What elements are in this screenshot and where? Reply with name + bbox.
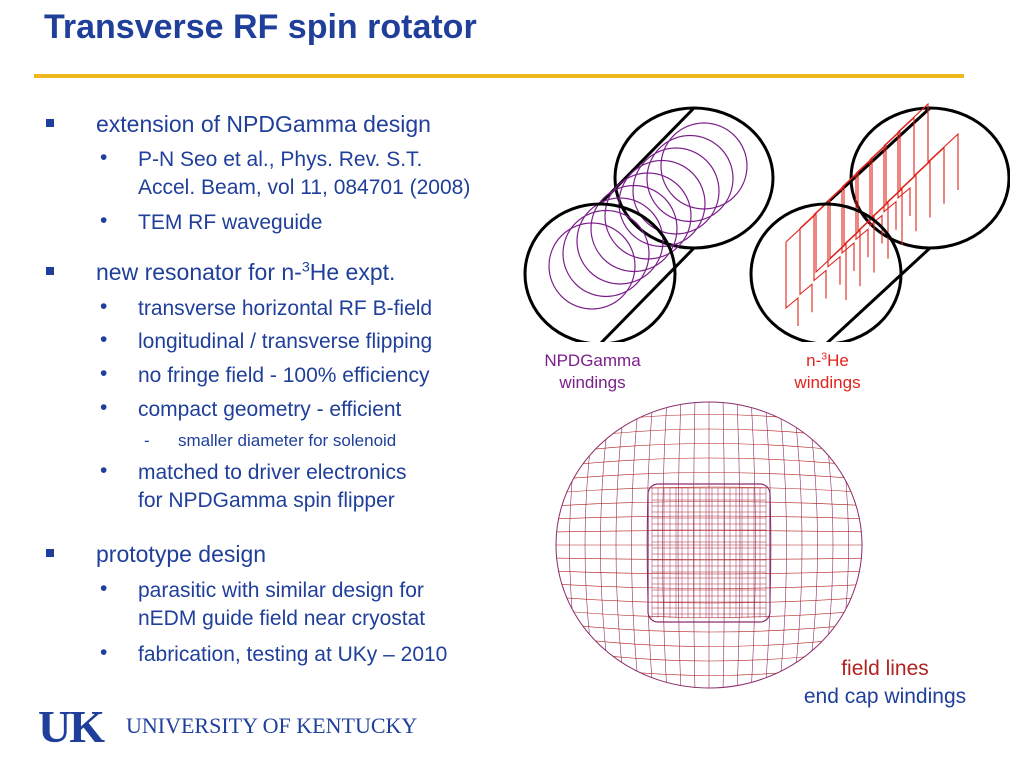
bullet-1-sub-1-line-2: Accel. Beam, vol 11, 084701 (2008)	[138, 176, 471, 199]
field-line-vertical	[552, 398, 555, 693]
npd-winding-loop	[660, 122, 748, 210]
dot-bullet-icon: •	[100, 396, 108, 419]
field-line-vertical	[863, 398, 872, 693]
he-cylinder-edge-top	[824, 106, 932, 206]
university-name: UNIVERSITY OF KENTUCKY	[126, 713, 418, 738]
he-windings	[785, 102, 959, 326]
field-line-horizontal	[556, 472, 862, 481]
bullet-2-superscript: 3	[301, 259, 310, 276]
square-bullet-icon	[46, 119, 54, 127]
field-line-horizontal	[556, 609, 862, 618]
dot-bullet-icon: •	[100, 459, 108, 482]
npd-winding-loop	[562, 209, 650, 298]
bullet-2-sub-3-text: no fringe field - 100% efficiency	[138, 364, 430, 387]
field-line-horizontal	[556, 486, 862, 494]
bullet-2-sub-4-sub-1-text: smaller diameter for solenoid	[178, 431, 397, 450]
uk-logo-mark: UK	[38, 701, 105, 752]
he-caption-superscript: 3	[821, 350, 828, 363]
dot-bullet-icon: •	[100, 209, 108, 232]
he-caption-prefix: n-	[806, 351, 822, 370]
dot-bullet-icon: •	[100, 577, 108, 600]
npd-winding-loop	[646, 134, 734, 223]
he-cylinder	[749, 102, 1010, 342]
dash-bullet-icon: -	[144, 431, 150, 450]
field-lines-plot	[552, 398, 872, 693]
npd-caption-line-2: windings	[559, 373, 626, 392]
bullet-1-sub-2-text: TEM RF waveguide	[138, 211, 323, 234]
field-plot-caption: field lines end cap windings	[770, 655, 1000, 711]
slide-title: Transverse RF spin rotator	[44, 8, 477, 46]
bullet-2-sub-5-line-2: for NPDGamma spin flipper	[138, 489, 395, 512]
bullet-2-sub-4-text: compact geometry - efficient	[138, 398, 402, 421]
field-line-horizontal	[556, 402, 862, 403]
bullet-3-text: prototype design	[96, 541, 267, 567]
npd-winding-loop	[618, 159, 706, 248]
he-caption-suffix: He	[827, 351, 849, 370]
npd-windings	[548, 122, 748, 310]
he-cylinder-front	[749, 202, 903, 342]
field-lines-label: field lines	[841, 657, 929, 680]
bullet-2-sub-5-line-1: matched to driver electronics	[138, 461, 407, 484]
square-bullet-icon	[46, 267, 54, 275]
he-winding-loop	[897, 102, 959, 216]
field-line-horizontal	[556, 557, 862, 560]
bullet-2-prefix: new resonator for n-	[96, 259, 302, 285]
npd-cylinder-edge-bottom	[599, 246, 696, 342]
bullet-2-suffix: He expt.	[309, 259, 396, 285]
end-cap-coil-outline	[647, 483, 771, 623]
field-line-horizontal	[556, 501, 862, 507]
bullet-1-text: extension of NPDGamma design	[96, 111, 431, 137]
field-line-horizontal	[556, 457, 862, 468]
title-underline	[34, 74, 964, 78]
dot-bullet-icon: •	[100, 328, 108, 351]
field-line-horizontal	[556, 570, 862, 575]
bullet-2-sub-1-text: transverse horizontal RF B-field	[138, 297, 433, 320]
field-line-horizontal	[556, 583, 862, 589]
bullet-2-sub-2-text: longitudinal / transverse flipping	[138, 330, 433, 353]
field-line-horizontal	[556, 622, 862, 633]
university-logo: UK UNIVERSITY OF KENTUCKY	[38, 700, 438, 752]
bullet-3-sub-2-text: fabrication, testing at UKy – 2010	[138, 643, 448, 666]
npd-cylinder-back	[613, 106, 775, 250]
field-line-horizontal	[556, 596, 862, 604]
npd-caption-line-1: NPDGamma	[544, 351, 641, 370]
npd-winding-loop	[632, 147, 720, 235]
dot-bullet-icon: •	[100, 295, 108, 318]
npd-caption: NPDGamma windings	[525, 350, 660, 394]
end-cap-inner-grid	[651, 487, 767, 618]
he-caption-line-2: windings	[794, 373, 861, 392]
he-winding-loop	[785, 212, 847, 326]
dot-bullet-icon: •	[100, 641, 108, 664]
he-winding-loop	[799, 198, 861, 313]
bullet-1-sub-1-line-1: P-N Seo et al., Phys. Rev. S.T.	[138, 148, 423, 171]
winding-diagrams	[523, 102, 1010, 342]
npd-winding-loop	[590, 184, 678, 273]
end-cap-label: end cap windings	[803, 685, 967, 708]
he-cylinder-edge-bottom	[825, 246, 932, 342]
npd-winding-loop	[576, 197, 664, 285]
he-caption: n-3He windings	[770, 350, 885, 394]
npd-cylinder	[523, 106, 775, 342]
bullet-3-sub-1-line-2: nEDM guide field near cryostat	[138, 607, 426, 630]
dot-bullet-icon: •	[100, 362, 108, 385]
npd-winding-loop	[604, 172, 692, 260]
square-bullet-icon	[46, 549, 54, 557]
dot-bullet-icon: •	[100, 146, 108, 169]
npd-winding-loop	[548, 222, 636, 310]
npd-cylinder-front	[523, 202, 677, 342]
bullet-3-sub-1-line-1: parasitic with similar design for	[138, 579, 424, 602]
bullet-2-text: new resonator for n-3He expt.	[96, 259, 395, 286]
field-line-horizontal	[556, 530, 862, 533]
field-line-horizontal	[556, 515, 862, 520]
